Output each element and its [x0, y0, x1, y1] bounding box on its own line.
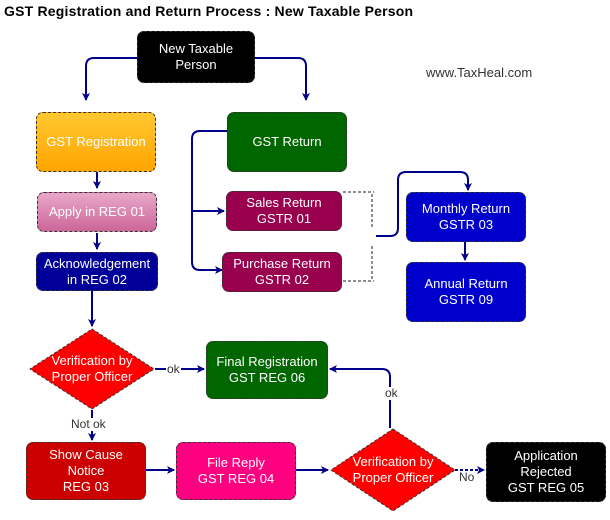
node-show-cause: Show Cause Notice REG 03	[26, 442, 146, 500]
diamond-shape	[29, 328, 155, 410]
edge-new-to-return	[255, 57, 310, 101]
edge-verification2-ok	[329, 365, 391, 428]
node-apply-reg01: Apply in REG 01	[37, 192, 157, 232]
node-sales-return-label: Sales Return GSTR 01	[246, 195, 322, 226]
node-purchase-return: Purchase Return GSTR 02	[222, 252, 342, 292]
edge-return-to-sales	[191, 130, 227, 274]
node-application-rejected: Application Rejected GST REG 05	[486, 442, 606, 502]
node-ack-reg02: Acknowledgement in REG 02	[36, 252, 158, 291]
website-label: www.TaxHeal.com	[426, 65, 533, 80]
edge-new-to-registration	[82, 57, 137, 101]
node-gst-registration-label: GST Registration	[46, 134, 146, 149]
node-verification-2: Verification by Proper Officer	[330, 428, 456, 512]
node-annual-return-label: Annual Return GSTR 09	[424, 276, 508, 307]
diamond-shape	[330, 428, 456, 512]
node-ack-reg02-label: Acknowledgement in REG 02	[43, 255, 151, 287]
node-sales-return: Sales Return GSTR 01	[226, 191, 342, 231]
node-gst-registration: GST Registration	[36, 112, 156, 172]
edge-returns-to-monthly	[376, 171, 472, 237]
node-show-cause-label: Show Cause Notice REG 03	[49, 447, 123, 494]
node-monthly-return: Monthly Return GSTR 03	[406, 192, 526, 242]
diagram-title: GST Registration and Return Process : Ne…	[4, 3, 414, 19]
node-file-reply-label: File Reply GST REG 04	[197, 455, 275, 486]
edge-label-no: No	[458, 470, 476, 484]
node-verification-1-label: Verification by Proper Officer	[51, 353, 133, 384]
node-annual-return: Annual Return GSTR 09	[406, 262, 526, 322]
node-file-reply: File Reply GST REG 04	[176, 442, 296, 500]
edge-label-ok-1: ok	[166, 362, 181, 376]
node-verification-1: Verification by Proper Officer	[29, 328, 155, 410]
node-new-taxable-person: New Taxable Person	[137, 31, 255, 83]
node-monthly-return-label: Monthly Return GSTR 03	[421, 201, 511, 232]
edge-label-not-ok: Not ok	[70, 417, 107, 431]
node-apply-reg01-label: Apply in REG 01	[48, 204, 146, 219]
node-gst-return: GST Return	[227, 112, 347, 172]
node-purchase-return-label: Purchase Return GSTR 02	[233, 256, 331, 287]
node-new-taxable-person-label: New Taxable Person	[158, 41, 234, 72]
node-gst-return-label: GST Return	[252, 134, 322, 149]
node-final-registration-label: Final Registration GST REG 06	[216, 354, 318, 385]
node-final-registration: Final Registration GST REG 06	[206, 341, 328, 399]
edge-label-ok-2: ok	[384, 386, 399, 400]
node-verification-2-label: Verification by Proper Officer	[352, 454, 434, 485]
node-application-rejected-label: Application Rejected GST REG 05	[507, 448, 585, 495]
